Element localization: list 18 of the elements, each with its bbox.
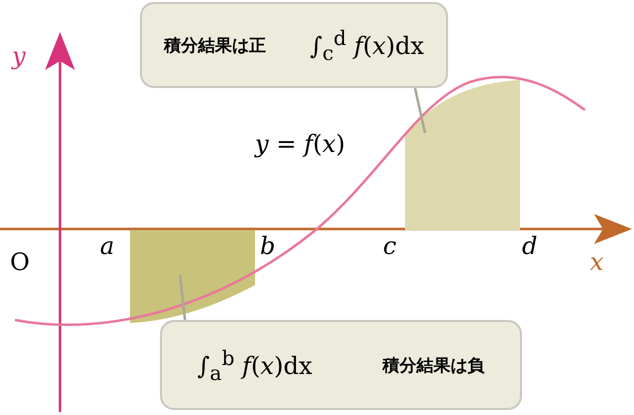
shaded-area	[405, 78, 521, 230]
callout-text: 積分結果は正	[164, 34, 266, 56]
bound-label: d	[522, 232, 538, 260]
callout-bubble	[160, 320, 522, 410]
shaded-area	[130, 230, 255, 325]
integral-formula: ∫$_{c}$$^{d}$ f(x)dx	[310, 26, 424, 64]
bound-label: a	[100, 232, 114, 260]
callout-bubble	[140, 2, 448, 88]
origin-label: O	[10, 248, 30, 276]
axis-label: y	[12, 42, 26, 70]
bound-label: b	[260, 232, 276, 260]
leader-line	[178, 274, 186, 320]
function-label: y = f(x)	[255, 130, 346, 158]
integral-formula: ∫$_{a}$$^{b}$ f(x)dx	[197, 346, 312, 384]
bound-label: c	[383, 232, 396, 260]
callout-text: 積分結果は負	[382, 354, 485, 376]
leader-line	[414, 88, 426, 134]
axis-label: x	[590, 248, 604, 276]
